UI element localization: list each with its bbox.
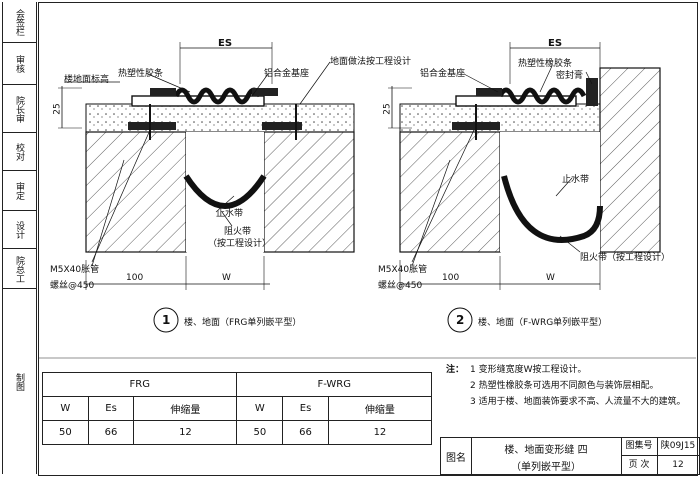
sidebar-cell-dean: 院长审 <box>3 84 36 133</box>
drawing-subtitle: （单列嵌平型） <box>511 462 581 473</box>
table-group-header: F-WRG <box>236 372 432 397</box>
label-seat-2: 铝合金基座 <box>420 69 466 79</box>
title-label: 图名 <box>446 452 466 464</box>
label-bolt-1b: 螺丝@450 <box>50 281 95 291</box>
label-rubber-2: 热塑性橡胶条 <box>518 59 573 69</box>
label-bolt-1a: M5X40胀管 <box>50 265 100 275</box>
atlas-label-cell: 图集号 <box>621 438 658 456</box>
note-item: 2 热塑性橡胶条可选用不同颜色与装饰层相配。 <box>470 381 659 391</box>
note-item: 1 变形缝宽度W按工程设计。 <box>470 365 587 375</box>
label-seat-1: 铝合金基座 <box>264 69 310 79</box>
label-bolt-2a: M5X40胀管 <box>378 265 428 275</box>
sidebar-cell-design: 设计 <box>3 210 36 249</box>
note-item: 3 适用于楼、地面装饰要求不高、人流量不大的建筑。 <box>470 397 686 407</box>
sidebar-cell-chief: 院总工 <box>3 248 36 289</box>
drawing-1 <box>58 42 355 333</box>
drawing-2 <box>388 42 661 333</box>
label-floor-mark: 楼地面标高 <box>64 75 110 85</box>
table-cell: 66 <box>87 420 135 445</box>
dim-25-1: 25 <box>52 103 63 115</box>
atlas-value-cell: 陕09J15 <box>657 438 699 456</box>
table-group-header: FRG <box>41 372 238 397</box>
label-water-stop-1: 止水带 <box>216 209 244 219</box>
drawing-number-2: 2 <box>456 313 465 327</box>
table-row: 50 66 12 50 66 12 <box>42 420 433 445</box>
notes-title: 注： <box>446 365 465 375</box>
dim-es-2: ES <box>548 38 563 49</box>
sidebar-cell-check: 校对 <box>3 132 36 171</box>
label-rubber-1: 热塑性胶条 <box>118 69 164 79</box>
label-bolt-2b: 螺丝@450 <box>378 281 423 291</box>
table-cell: 50 <box>42 420 89 445</box>
sidebar-cell-approve: 审定 <box>3 170 36 211</box>
dim-w-2: W <box>546 273 555 283</box>
label-fire-stop-1a: 阻火带 <box>224 227 252 237</box>
table-header: Es <box>282 396 329 421</box>
dim-w-1: W <box>222 273 231 283</box>
table-header: 伸缩量 <box>327 396 433 421</box>
label-fire-stop-1b: （按工程设计） <box>208 239 272 249</box>
title-block: 图名 楼、地面变形缝 四 （单列嵌平型） 图集号 陕09J15 页 次 12 <box>440 437 700 475</box>
label-water-stop-2: 止水带 <box>562 175 590 185</box>
table-header: 伸缩量 <box>133 396 238 421</box>
dim-es-1: ES <box>218 38 233 49</box>
sidebar-cell-countersign: 会签栏 <box>14 8 24 36</box>
spec-table: FRG F-WRG W Es 伸缩量 W Es 伸缩量 50 66 12 50 … <box>41 372 433 445</box>
table-cell: 12 <box>133 420 238 445</box>
sidebar-cell-review: 审核 <box>3 42 36 85</box>
sidebar-cell-draw: 制图 <box>3 288 36 475</box>
caption-1: 楼、地面（FRG单列嵌平型） <box>184 318 302 328</box>
caption-2: 楼、地面（F-WRG单列嵌平型） <box>478 318 608 328</box>
dim-100-1: 100 <box>126 273 144 283</box>
title-main-cell: 楼、地面变形缝 四 （单列嵌平型） <box>471 438 622 474</box>
dim-100-2: 100 <box>442 273 460 283</box>
label-sealant: 密封膏 <box>556 71 584 81</box>
table-header: W <box>42 396 89 421</box>
label-surface-1: 地面做法按工程设计 <box>330 57 412 67</box>
drawing-number-1: 1 <box>162 313 171 327</box>
signature-column: 会签栏 审核 院长审 校对 审定 设计 院总工 制图 <box>2 2 37 474</box>
dim-25-2: 25 <box>382 103 393 115</box>
table-header-row: W Es 伸缩量 W Es 伸缩量 <box>42 396 433 421</box>
table-cell: 12 <box>327 420 433 445</box>
table-group-row: FRG F-WRG <box>41 372 432 397</box>
title-label-cell: 图名 <box>441 438 472 474</box>
table-header: W <box>236 396 284 421</box>
drawing-title: 楼、地面变形缝 四 <box>504 445 588 456</box>
table-cell: 50 <box>236 420 284 445</box>
label-fire-stop-2: 阻火带（按工程设计） <box>580 253 671 263</box>
drawing-frame <box>38 2 698 476</box>
page-label-cell: 页 次 <box>621 456 658 474</box>
table-cell: 66 <box>282 420 329 445</box>
table-header: Es <box>87 396 135 421</box>
page-value-cell: 12 <box>672 460 684 470</box>
